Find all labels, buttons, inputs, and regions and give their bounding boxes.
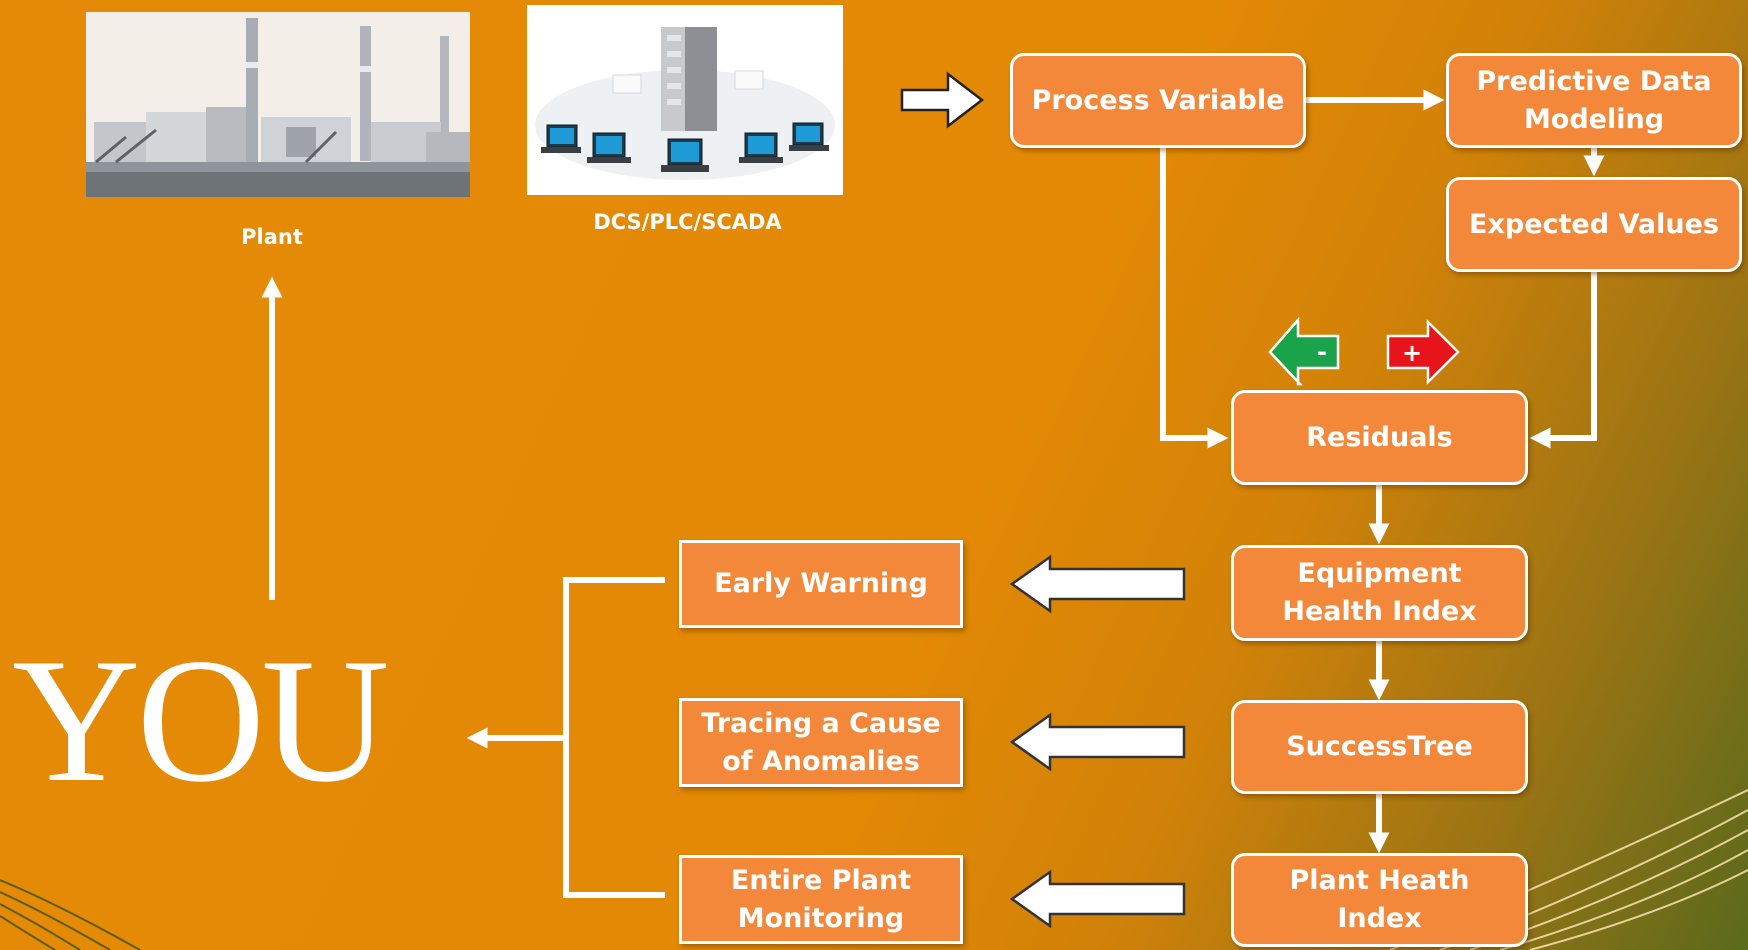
server-network-icon (527, 5, 843, 195)
plant-monitoring-box: Entire Plant Monitoring (679, 855, 963, 944)
positive-residual-arrow (1386, 318, 1460, 386)
process-variable-box: Process Variable (1010, 53, 1306, 148)
block-arrow-dcs-to-process (900, 71, 985, 129)
equipment-health-index-box: Equipment Health Index (1231, 545, 1528, 641)
dcs-caption: DCS/PLC/SCADA (593, 210, 782, 234)
plant-health-index-box: Plant Heath Index (1231, 853, 1528, 947)
block-arrow-to-early-warning (1009, 554, 1186, 614)
tracing-cause-box: Tracing a Cause of Anomalies (679, 698, 963, 787)
early-warning-box: Early Warning (679, 540, 963, 628)
negative-sign: - (1317, 338, 1327, 366)
outputs-bracket (563, 577, 665, 898)
plant-caption: Plant (241, 225, 303, 249)
negative-residual-arrow (1268, 316, 1340, 386)
arrow-process-to-residuals (1160, 148, 1229, 449)
predictive-modeling-box: Predictive Data Modeling (1446, 53, 1742, 148)
positive-sign: + (1402, 339, 1422, 367)
success-tree-box: SuccessTree (1231, 700, 1528, 794)
block-arrow-to-monitoring (1009, 869, 1186, 929)
power-plant-icon (86, 12, 470, 197)
expected-values-box: Expected Values (1446, 177, 1742, 272)
you-label: YOU (12, 621, 390, 819)
arrow-expected-to-residuals (1529, 272, 1597, 449)
block-arrow-to-tracing (1009, 712, 1186, 772)
residuals-box: Residuals (1231, 390, 1528, 485)
